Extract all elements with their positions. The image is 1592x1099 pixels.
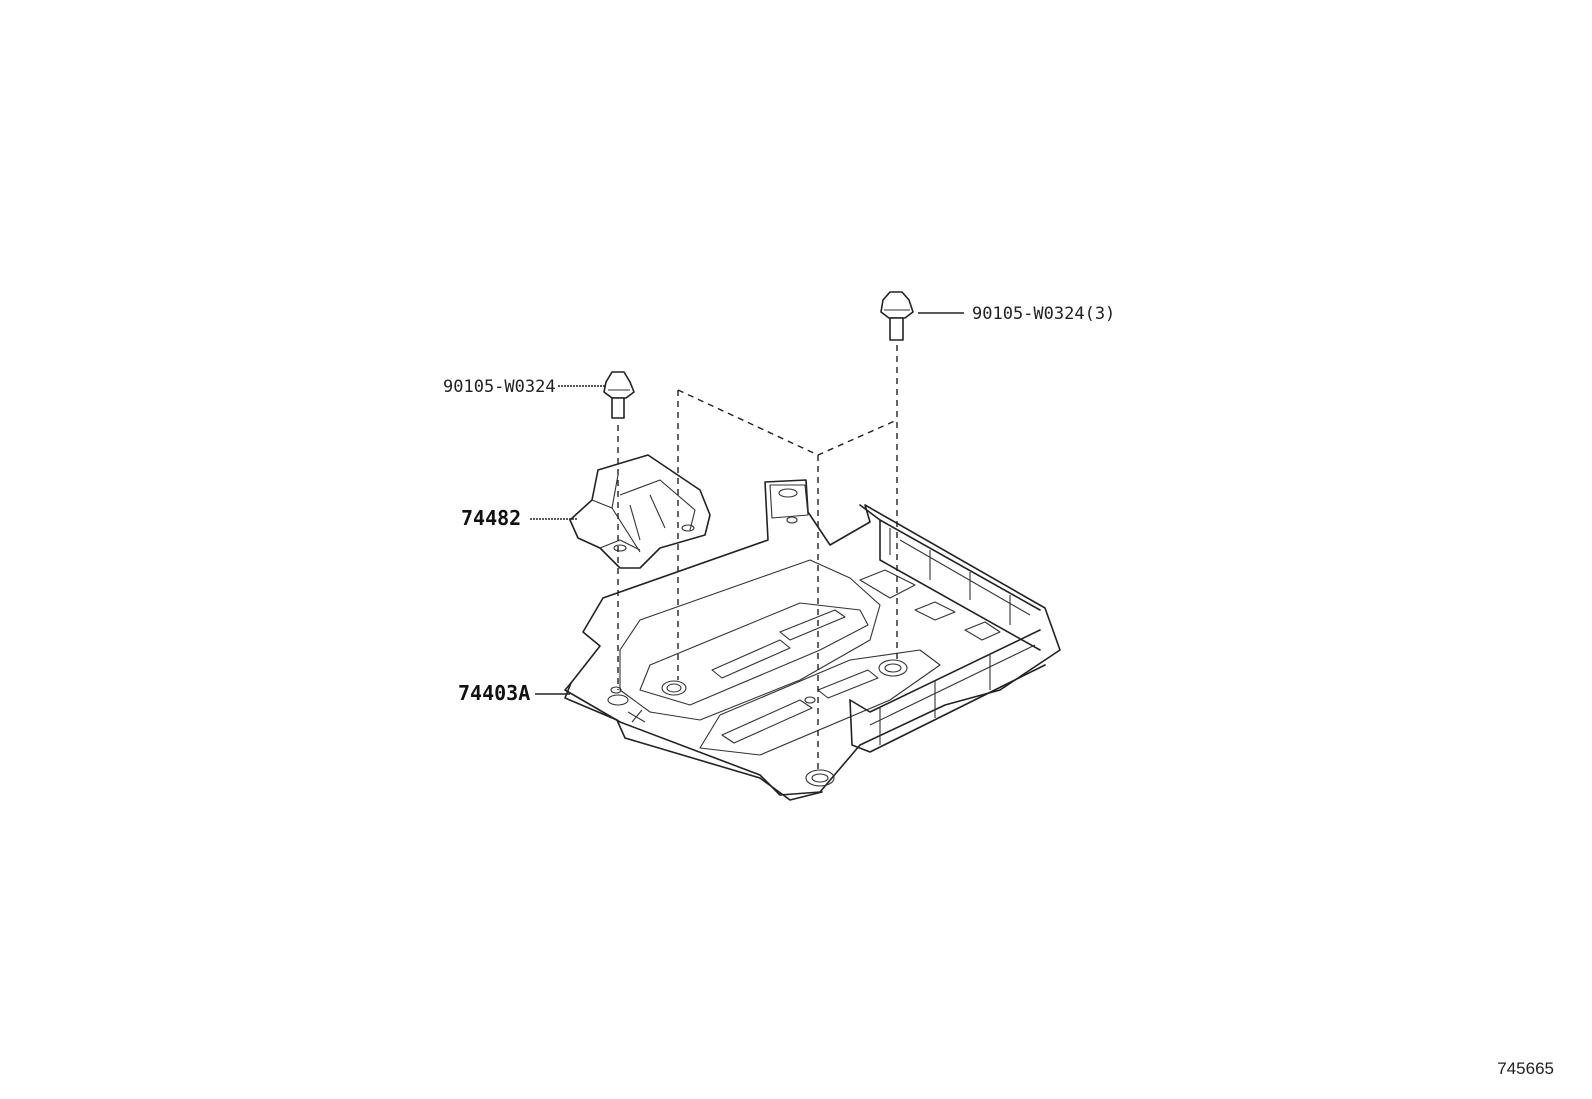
part-label-bolt-right: 90105-W0324(3) (972, 304, 1115, 324)
bracket-illustration (569, 454, 711, 569)
part-label-bracket: 74482 (461, 506, 521, 530)
engine-under-cover-illustration (564, 479, 1061, 801)
bolt-left-illustration (603, 371, 635, 419)
catalog-number: 745665 (1497, 1059, 1554, 1078)
part-label-bolt-left: 90105-W0324 (443, 377, 556, 397)
part-label-cover: 74403A (458, 681, 530, 705)
bolt-right-illustration (880, 291, 914, 341)
leader-lines (530, 312, 964, 695)
assembly-lines (617, 345, 898, 770)
